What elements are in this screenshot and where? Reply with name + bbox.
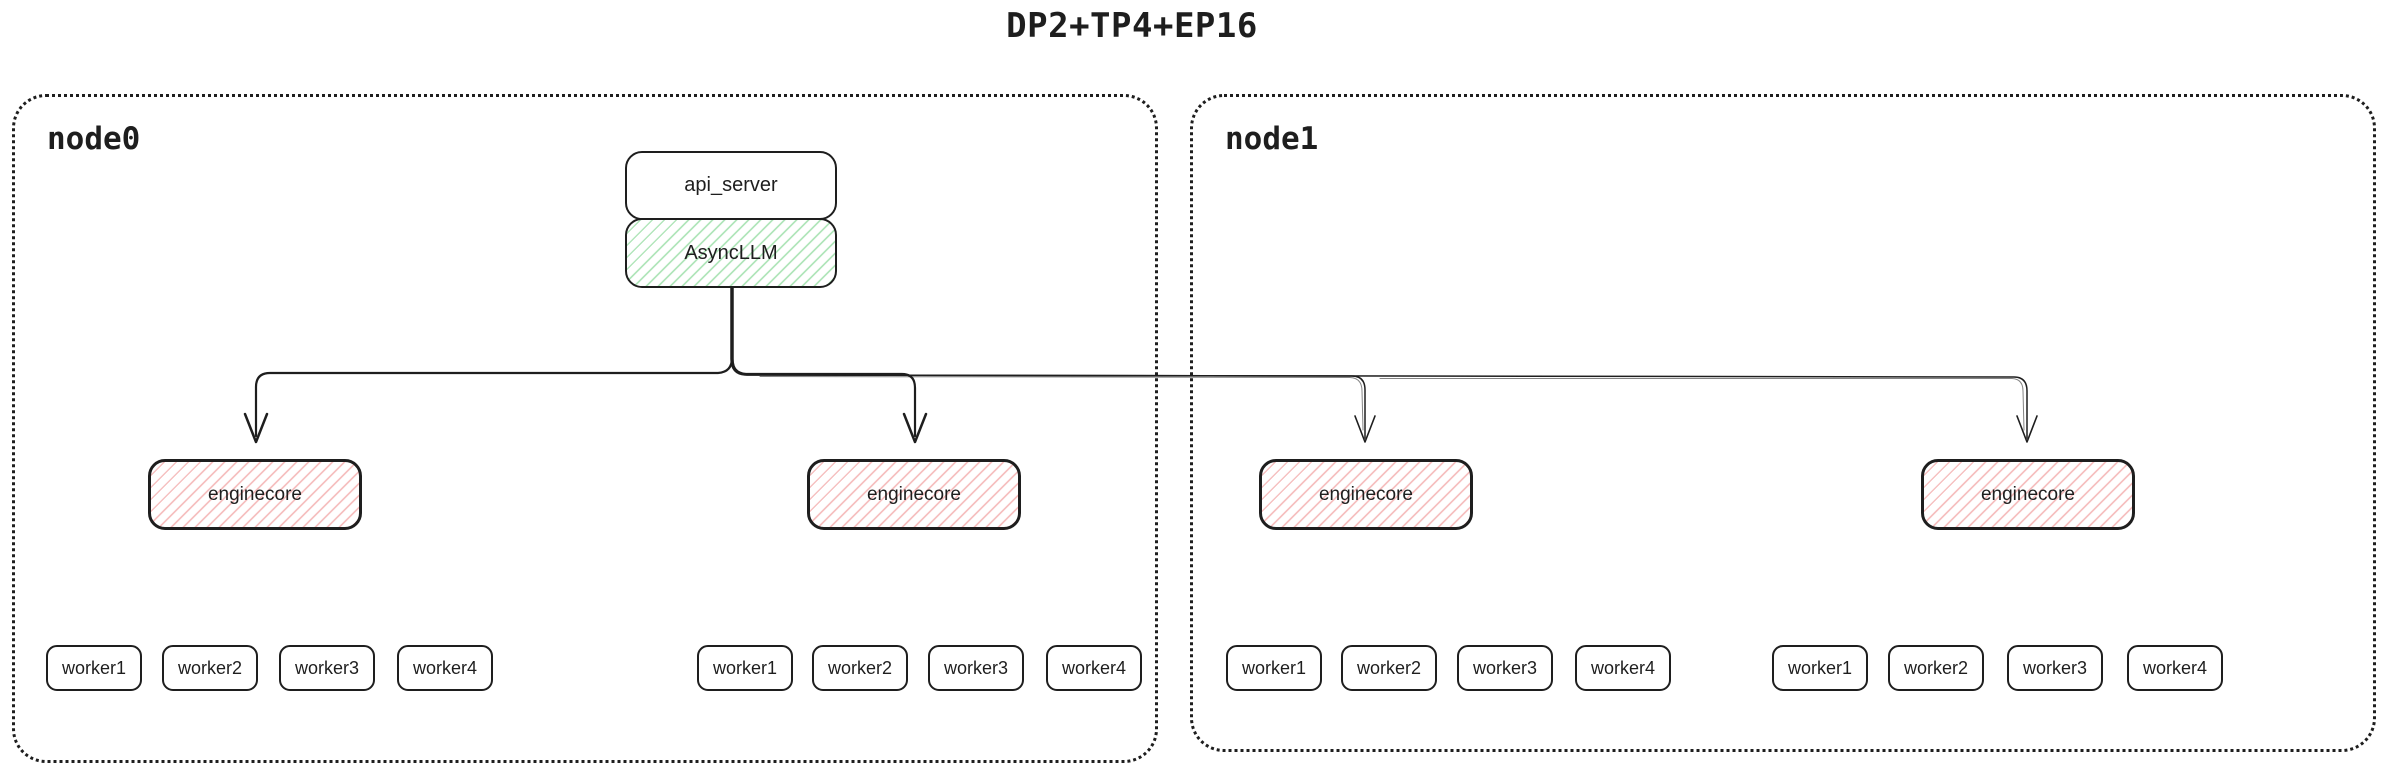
worker-box: worker1: [697, 645, 793, 691]
api-server-label: api_server: [684, 174, 778, 196]
asyncllm-label: AsyncLLM: [684, 241, 778, 264]
worker-box: worker3: [279, 645, 375, 691]
worker-label: worker1: [712, 657, 778, 678]
enginecore-label: enginecore: [207, 483, 303, 505]
worker-box: worker3: [2007, 645, 2103, 691]
worker-label: worker2: [177, 657, 243, 678]
worker-box: worker4: [1575, 645, 1671, 691]
worker-label: worker4: [412, 657, 478, 678]
enginecore-label: enginecore: [1318, 483, 1414, 505]
enginecore-box-4: enginecore: [1921, 459, 2135, 530]
worker-label: worker2: [1356, 657, 1422, 678]
worker-box: worker2: [812, 645, 908, 691]
enginecore-label: enginecore: [866, 483, 962, 505]
worker-box: worker1: [1772, 645, 1868, 691]
api-server-box: api_server: [625, 151, 837, 220]
worker-box: worker3: [1457, 645, 1553, 691]
node1-container: node1: [1190, 94, 2376, 752]
node1-label: node1: [1225, 121, 1319, 157]
worker-label: worker1: [1241, 657, 1307, 678]
enginecore-box-1: enginecore: [148, 459, 362, 530]
node0-label: node0: [47, 121, 141, 157]
enginecore-box-3: enginecore: [1259, 459, 1473, 530]
worker-label: worker1: [61, 657, 127, 678]
worker-label: worker2: [827, 657, 893, 678]
worker-box: worker1: [1226, 645, 1322, 691]
worker-label: worker3: [2022, 657, 2088, 678]
worker-label: worker2: [1903, 657, 1969, 678]
enginecore-box-2: enginecore: [807, 459, 1021, 530]
worker-box: worker2: [1341, 645, 1437, 691]
worker-box: worker1: [46, 645, 142, 691]
worker-box: worker2: [162, 645, 258, 691]
worker-box: worker4: [397, 645, 493, 691]
worker-box: worker2: [1888, 645, 1984, 691]
diagram-title: DP2+TP4+EP16: [1006, 6, 1258, 46]
worker-label: worker3: [943, 657, 1009, 678]
worker-label: worker1: [1787, 657, 1853, 678]
enginecore-label: enginecore: [1980, 483, 2076, 505]
worker-label: worker4: [1061, 657, 1127, 678]
worker-label: worker3: [1472, 657, 1538, 678]
worker-box: worker4: [1046, 645, 1142, 691]
worker-box: worker3: [928, 645, 1024, 691]
worker-label: worker4: [2142, 657, 2208, 678]
asyncllm-box: AsyncLLM: [625, 218, 837, 288]
worker-box: worker4: [2127, 645, 2223, 691]
node0-container: node0: [12, 94, 1158, 763]
worker-label: worker3: [294, 657, 360, 678]
worker-label: worker4: [1590, 657, 1656, 678]
